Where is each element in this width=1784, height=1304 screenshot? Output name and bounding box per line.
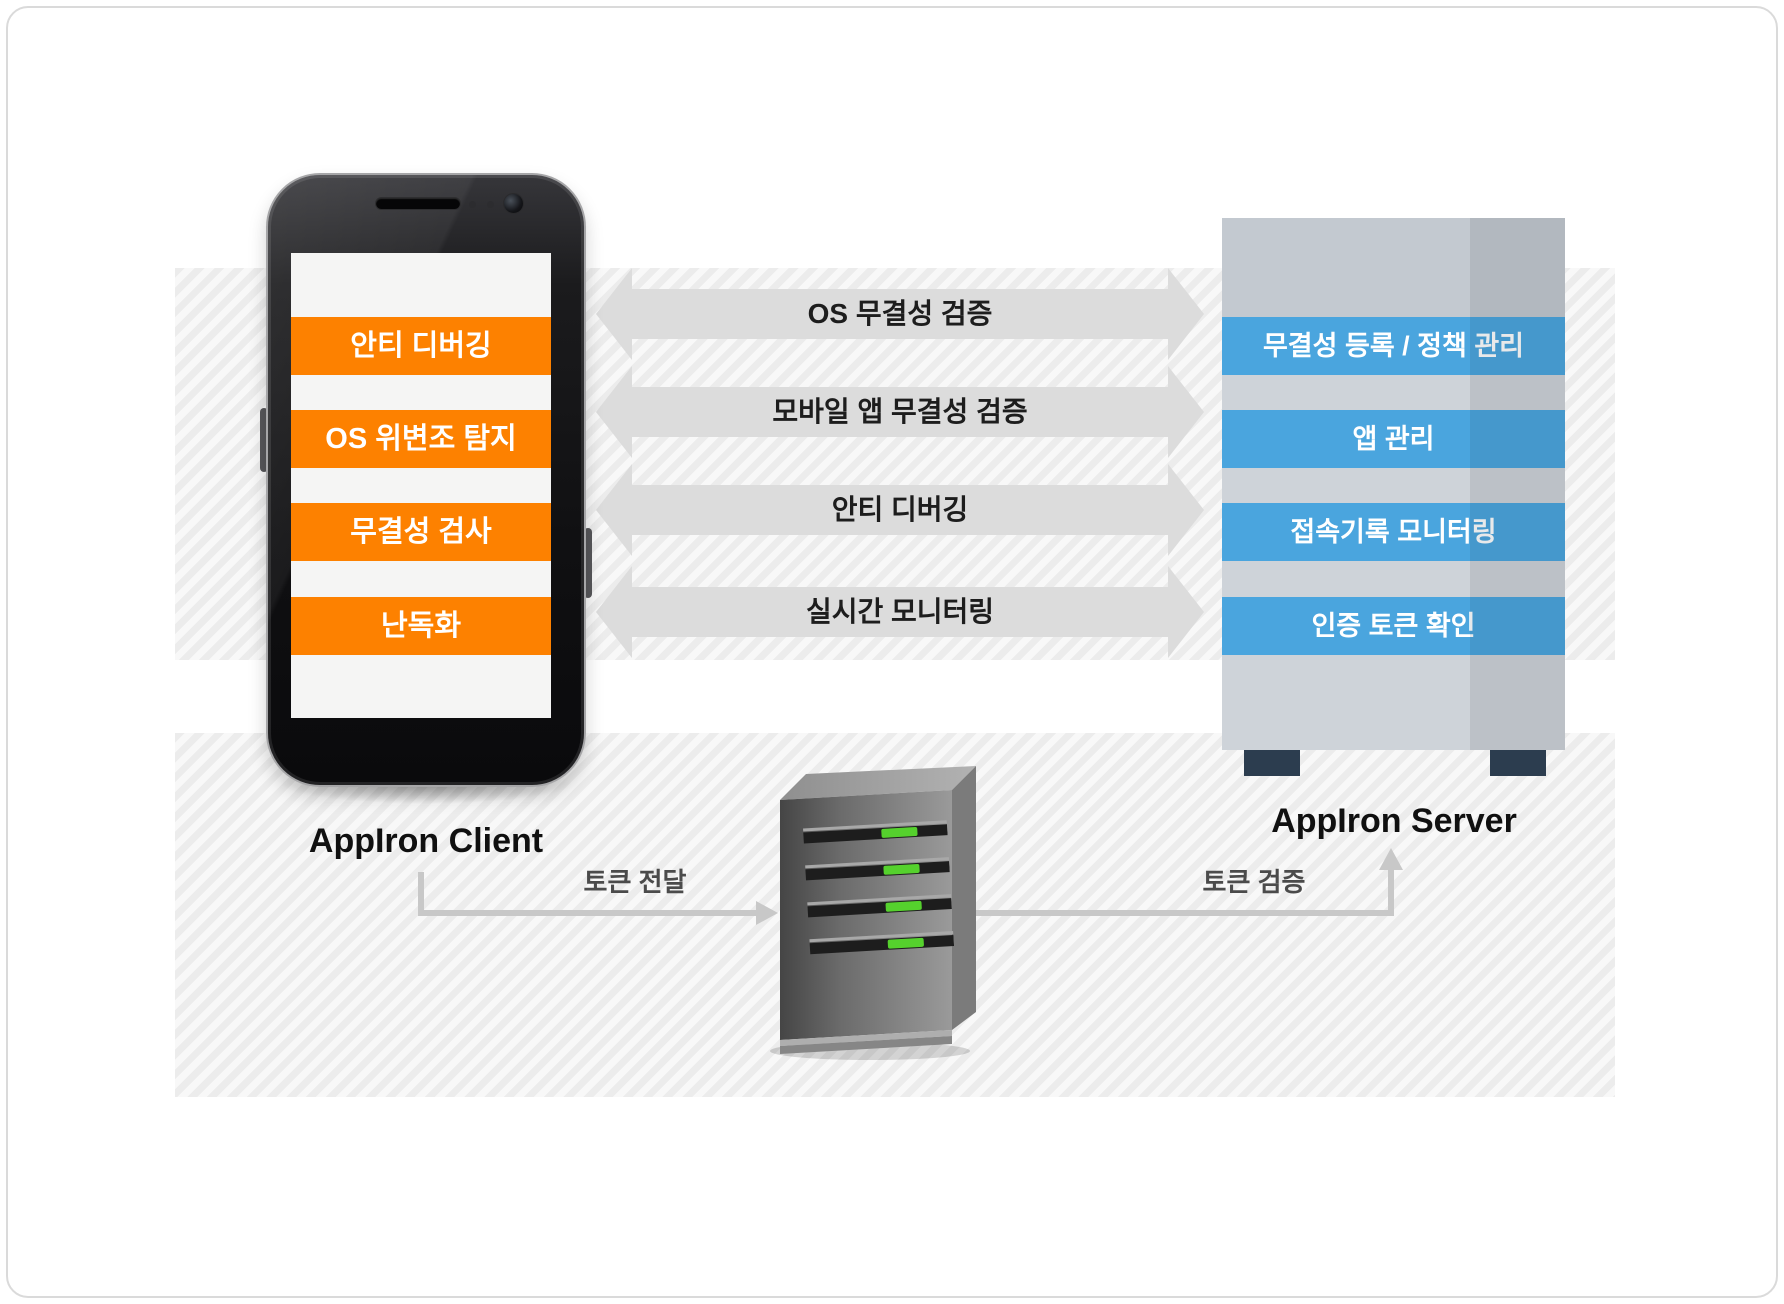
cabinet-foot — [1490, 750, 1546, 776]
server-function-bar: 무결성 등록 / 정책 관리 — [1222, 317, 1565, 375]
cabinet-side-shading — [1470, 218, 1565, 750]
server-function-bar: 인증 토큰 확인 — [1222, 597, 1565, 655]
arrow-left-head-icon — [596, 268, 632, 360]
arrow-left-head-icon — [596, 566, 632, 658]
phone-sensor-icon — [487, 201, 494, 208]
arrow-right-head-icon — [1168, 366, 1204, 458]
server-function-bar: 접속기록 모니터링 — [1222, 503, 1565, 561]
connector-arrowhead-up-icon — [1379, 848, 1403, 870]
cabinet-gap — [1222, 375, 1565, 410]
arrow-shaft — [630, 485, 1170, 535]
server-token-connector — [1388, 868, 1394, 916]
server-cabinet: 무결성 등록 / 정책 관리 앱 관리 접속기록 모니터링 인증 토큰 확인 — [1222, 218, 1565, 750]
flow-label: OS 무결성 검증 — [807, 298, 993, 329]
server-token-connector — [960, 910, 1394, 916]
client-feature-bar: 난독화 — [291, 597, 551, 655]
phone-sensor-icon — [469, 201, 476, 208]
client-title: AppIron Client — [308, 822, 544, 860]
client-feature-bar: 무결성 검사 — [291, 503, 551, 561]
arrow-shaft — [630, 587, 1170, 637]
arrow-shaft — [630, 387, 1170, 437]
phone-volume-button — [260, 408, 268, 472]
flow-arrow: 모바일 앱 무결성 검증 — [596, 366, 1204, 458]
arrow-right-head-icon — [1168, 566, 1204, 658]
phone-screen: 안티 디버깅 OS 위변조 탐지 무결성 검사 난독화 — [291, 253, 551, 718]
page-border — [6, 6, 1778, 1298]
client-token-connector — [418, 910, 760, 916]
phone-camera-icon — [504, 194, 523, 213]
arrow-shaft — [630, 289, 1170, 339]
phone-power-button — [584, 528, 592, 598]
flow-label: 모바일 앱 무결성 검증 — [772, 396, 1028, 427]
flow-arrow: OS 무결성 검증 — [596, 268, 1204, 360]
client-feature-bar: OS 위변조 탐지 — [291, 410, 551, 468]
arrow-right-head-icon — [1168, 464, 1204, 556]
cabinet-gap — [1222, 561, 1565, 597]
cabinet-foot — [1244, 750, 1300, 776]
service-server-tower — [770, 766, 976, 1060]
flow-label: 안티 디버깅 — [831, 494, 969, 525]
connector-arrowhead-right-icon — [756, 901, 778, 925]
token-verification-label: 토큰 검증 — [1202, 867, 1306, 897]
token-delivery-label: 토큰 전달 — [583, 867, 687, 897]
server-title: AppIron Server — [1271, 802, 1517, 840]
client-feature-bar: 안티 디버깅 — [291, 317, 551, 375]
phone-speaker-icon — [376, 198, 460, 209]
cabinet-gap — [1222, 655, 1565, 750]
flow-arrow: 안티 디버깅 — [596, 464, 1204, 556]
flow-label: 실시간 모니터링 — [805, 596, 995, 627]
flow-arrow: 실시간 모니터링 — [596, 566, 1204, 658]
cabinet-gap — [1222, 468, 1565, 503]
client-token-connector — [418, 872, 424, 916]
arrow-left-head-icon — [596, 366, 632, 458]
arrow-left-head-icon — [596, 464, 632, 556]
server-function-bar: 앱 관리 — [1222, 410, 1565, 468]
arrow-right-head-icon — [1168, 268, 1204, 360]
